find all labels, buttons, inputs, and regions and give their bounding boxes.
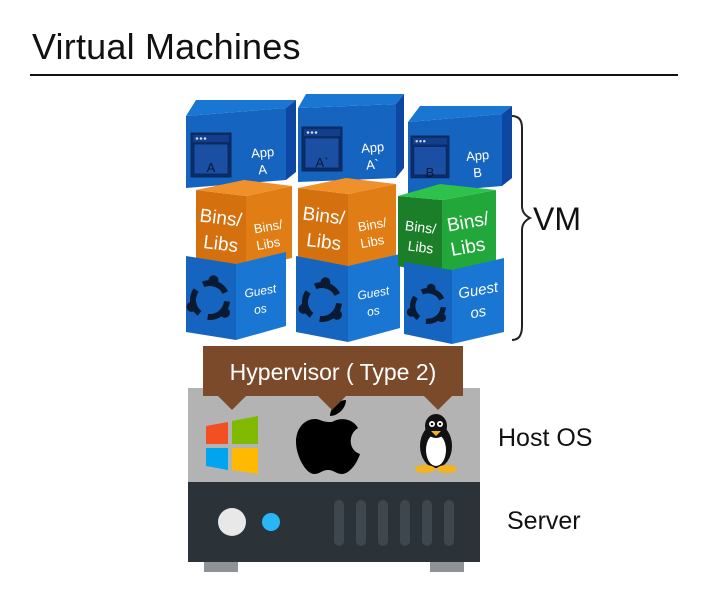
bins-front-line1: Bins/ [404, 217, 437, 237]
app-label-line2: A` [365, 156, 379, 172]
vm-label: VM [533, 201, 581, 237]
guest-os-line1: Guest [356, 283, 391, 302]
bins-libs-cube-2: Bins/ Libs Bins/ Libs [298, 178, 396, 270]
vm-stack-1: A App A Bins/ Libs Bins/ Libs Guest os [185, 100, 296, 340]
vm-stack-3: B App B Bins/ Libs Bins/ Libs Guest os [398, 106, 512, 344]
app-label-line1: App [250, 144, 274, 161]
guest-os-line1: Guest [243, 281, 278, 300]
bins-libs-cube-3: Bins/ Libs Bins/ Libs [398, 184, 496, 276]
host-os-label: Host OS [498, 424, 593, 452]
bins-libs-cube-1: Bins/ Libs Bins/ Libs [196, 180, 292, 268]
app-cube-1: A App A [186, 100, 296, 188]
bins-front-line2: Libs [202, 232, 239, 257]
apple-icon [296, 400, 360, 474]
app-window-letter: A [207, 160, 216, 175]
bins-front-line1: Bins/ [301, 204, 346, 230]
server-vent [334, 500, 454, 546]
bins-side-line1: Bins/ [253, 217, 284, 237]
guest-os-line2: os [469, 303, 488, 323]
bins-front-line2: Libs [305, 230, 342, 255]
bins-side-line1: Bins/ [357, 215, 388, 235]
power-button-light [218, 508, 246, 536]
linux-tux-icon [415, 414, 457, 473]
status-led [262, 513, 280, 531]
hypervisor-banner: Hypervisor ( Type 2) [203, 346, 463, 410]
windows-icon [206, 416, 258, 474]
app-cube-2: A` App A` [298, 94, 404, 182]
bins-front-line2: Libs [407, 238, 434, 257]
app-label-line1: App [465, 147, 489, 164]
vm-stack-2: A` App A` Bins/ Libs Bins/ Libs Guest os [296, 94, 404, 342]
app-label-line1: App [360, 139, 384, 156]
server-label: Server [507, 507, 581, 535]
app-label-line2: B [473, 165, 483, 181]
app-label-line2: A [258, 162, 268, 178]
bins-side-line2: Libs [359, 232, 386, 251]
hypervisor-label: Hypervisor ( Type 2) [230, 359, 437, 385]
title-underline [30, 74, 678, 76]
guest-os-cube-1: Guest os [185, 252, 286, 340]
server-block [188, 482, 480, 572]
guest-os-cube-2: Guest os [296, 254, 400, 342]
bins-front-line1: Bins/ [198, 206, 243, 232]
app-cube-3: B App B [408, 106, 512, 194]
vm-bracket [511, 115, 533, 341]
bins-side-line2: Libs [255, 234, 282, 253]
guest-os-line2: os [366, 303, 381, 319]
guest-os-cube-3: Guest os [404, 258, 504, 344]
guest-os-line2: os [253, 301, 268, 317]
guest-os-line1: Guest [457, 279, 500, 303]
page-title: Virtual Machines [32, 26, 301, 67]
app-window-letter: A` [316, 155, 329, 170]
app-window-letter: B [426, 165, 435, 180]
